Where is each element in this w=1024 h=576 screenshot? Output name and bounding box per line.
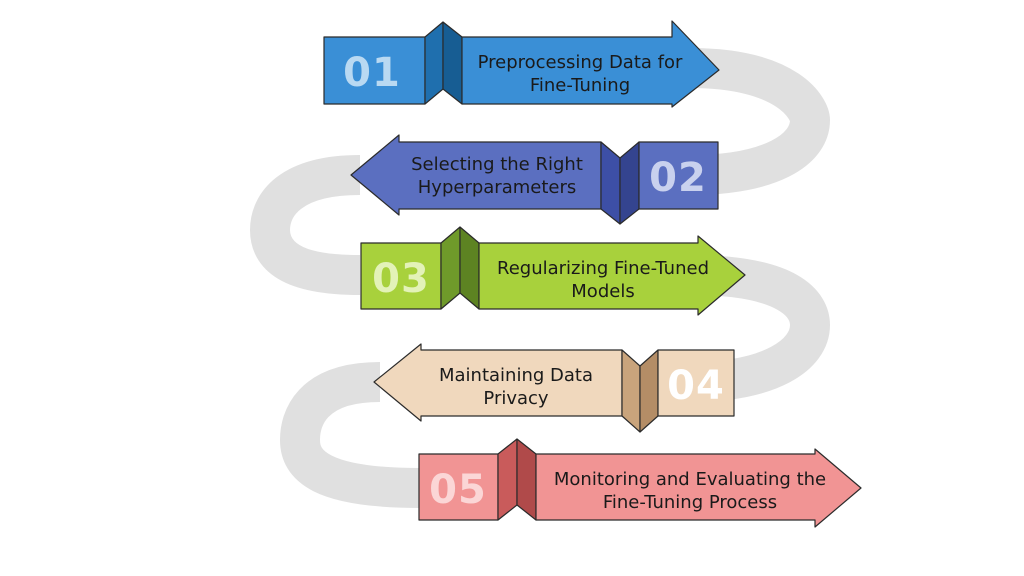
step-05-fold-right (516, 438, 537, 521)
step-02-arrow-body (350, 134, 602, 216)
step-02-number-box (638, 141, 719, 210)
step-01-label-line1: Preprocessing Data for (478, 52, 683, 73)
step-03-label-line2: Models (571, 281, 634, 302)
step-02-label-line2: Hyperparameters (418, 177, 577, 198)
step-04-fold-left (621, 349, 641, 433)
step-04-label-line1: Maintaining Data (439, 365, 593, 386)
step-05-label-line1: Monitoring and Evaluating the (554, 469, 826, 490)
step-05-number: 05 (429, 467, 487, 513)
step-04-fold-right (639, 349, 659, 433)
step-05-label-line2: Fine-Tuning Process (603, 492, 777, 513)
step-01-arrow-body (461, 20, 720, 108)
step-05-fold-left (497, 438, 518, 521)
step-03-fold-left (440, 226, 461, 310)
step-02-fold-right (619, 141, 640, 225)
step-01: 01 Preprocessing Data for Fine-Tuning (323, 20, 720, 108)
step-04-label-line2: Privacy (483, 388, 549, 409)
step-03-label-line1: Regularizing Fine-Tuned (497, 258, 709, 279)
step-01-fold-right (442, 21, 463, 105)
step-03-arrow-body (478, 235, 746, 316)
step-01-label-line2: Fine-Tuning (530, 75, 630, 96)
step-05: 05 Monitoring and Evaluating the Fine-Tu… (418, 438, 862, 528)
serpentine-connector (249, 48, 831, 508)
step-01-number: 01 (343, 50, 401, 96)
step-02: 02 Selecting the Right Hyperparameters (350, 134, 719, 225)
step-04: 04 Maintaining Data Privacy (373, 343, 735, 433)
step-04-number: 04 (667, 363, 725, 409)
step-04-number-box (657, 349, 735, 417)
step-01-fold-left (424, 21, 444, 105)
step-02-label-line1: Selecting the Right (411, 154, 583, 175)
step-02-number: 02 (649, 155, 707, 201)
step-03: 03 Regularizing Fine-Tuned Models (360, 226, 746, 316)
step-03-fold-right (459, 226, 480, 310)
step-05-arrow-body (535, 448, 862, 528)
step-02-fold-left (600, 141, 621, 225)
step-04-arrow-body (373, 343, 623, 422)
step-03-number: 03 (372, 256, 430, 302)
